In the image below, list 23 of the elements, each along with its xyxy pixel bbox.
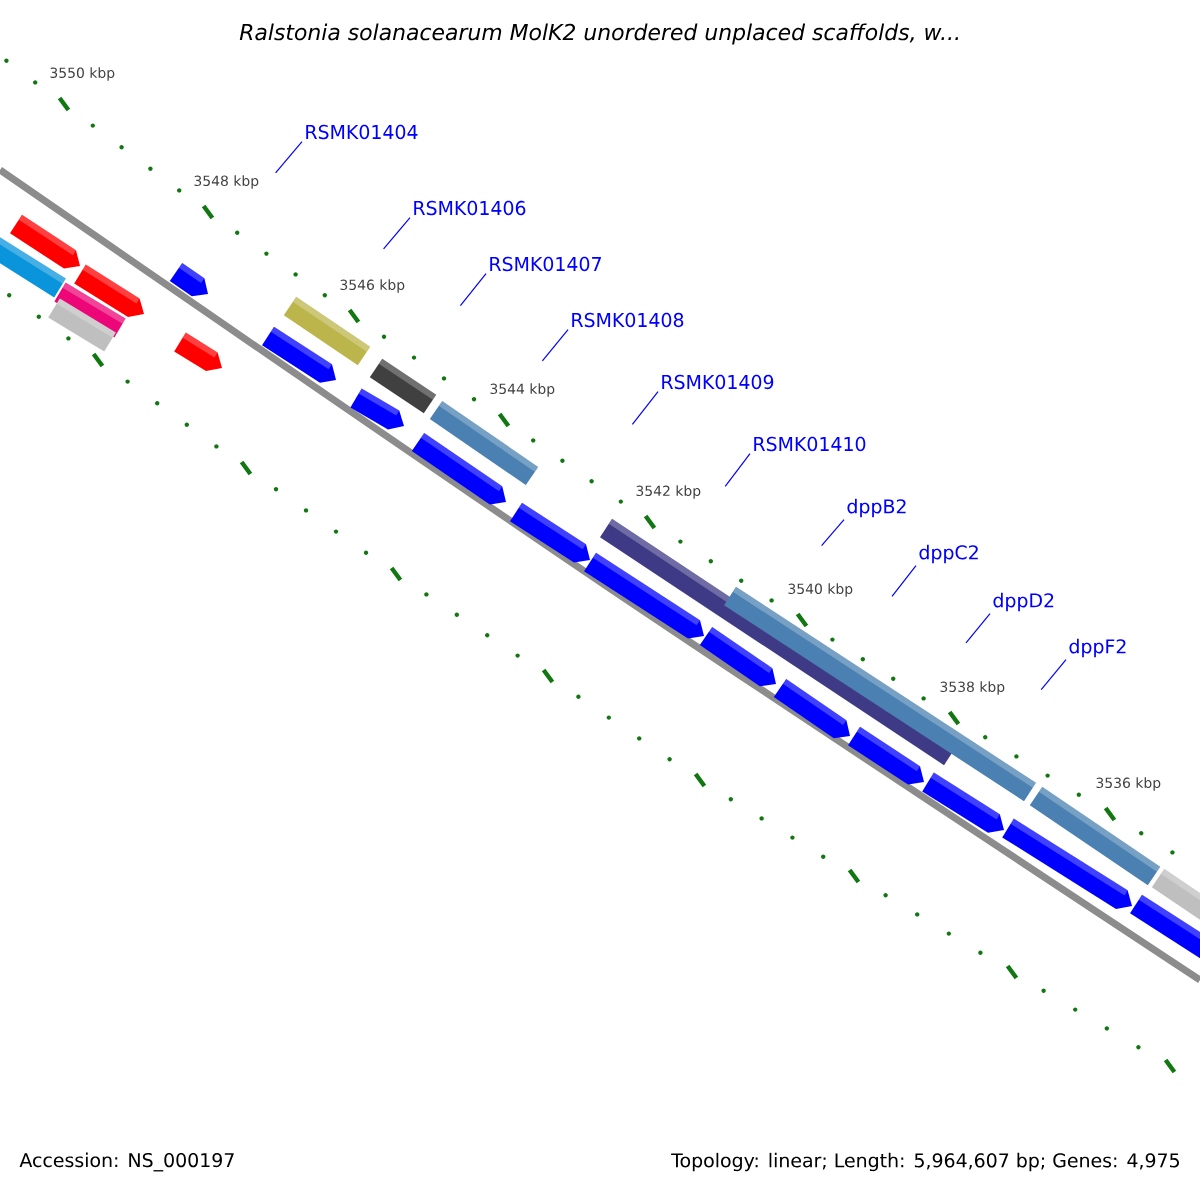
- leader-line: [275, 140, 303, 174]
- gene-label: dppC2: [919, 544, 978, 564]
- gene-label: RSMK01409: [662, 374, 774, 390]
- gene-label: RSMK01408: [572, 312, 684, 328]
- gene-label: RSMK01406: [414, 200, 526, 216]
- leader-line: [631, 390, 659, 425]
- gene-label: RSMK01407: [490, 256, 601, 272]
- gene-label: dppB2: [847, 498, 906, 518]
- gene-label: dppF2: [1069, 638, 1126, 658]
- summary-text: Topology: linear; Length: 5,964,607 bp; Genes: 4,975: [671, 1152, 1179, 1172]
- leader-line: [459, 272, 487, 307]
- gene-label: RSMK01404: [306, 124, 418, 140]
- leader-line: [541, 328, 569, 362]
- leader-line: [724, 452, 751, 487]
- gene-label: RSMK01410: [754, 436, 866, 452]
- leader-line: [965, 612, 991, 644]
- gene-label: dppD2: [993, 592, 1054, 612]
- leader-line: [891, 564, 917, 597]
- accession-text: Accession: NS_000197: [19, 1152, 234, 1172]
- leader-line: [821, 518, 845, 547]
- leader-line: [383, 216, 411, 250]
- leader-line: [1040, 658, 1067, 691]
- title: Ralstonia solanacearum MolK2 unordered unplaced scaffolds, w...: [239, 23, 959, 45]
